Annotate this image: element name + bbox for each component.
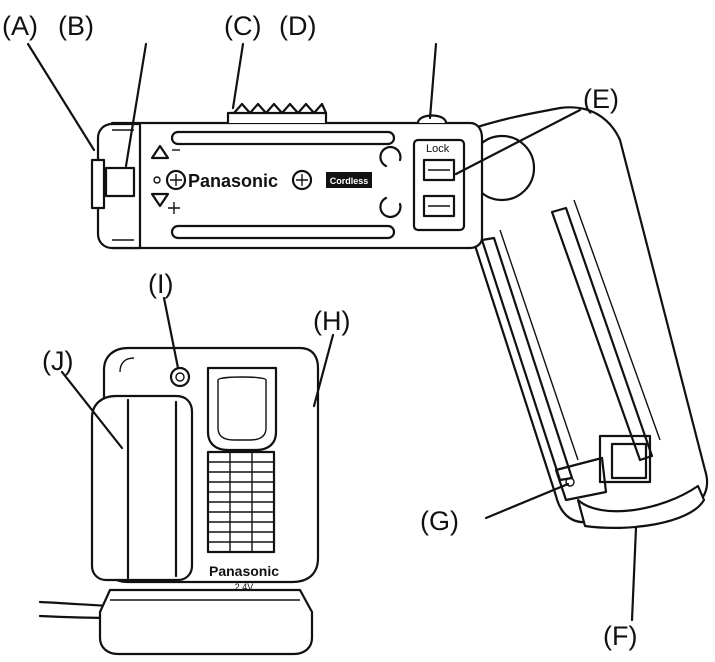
top-ring [416, 114, 448, 124]
rotate-cw-icon [379, 145, 402, 168]
callout-d: (D) [279, 11, 316, 41]
leader-c [231, 42, 245, 110]
leader-i [162, 296, 180, 370]
forward-reverse-switch [226, 111, 328, 123]
battery-slot [206, 366, 278, 452]
charger-brand: Panasonic [209, 563, 279, 579]
screwdriver: Panasonic Cordless Lock [90, 102, 708, 529]
down-triangle-icon [150, 192, 170, 208]
driver-brand: Panasonic [188, 171, 278, 191]
leader-f [630, 526, 638, 622]
callout-h: (H) [313, 306, 350, 336]
battery-terminal [610, 442, 648, 480]
callout-g: (G) [420, 506, 459, 536]
chuck-housing [96, 122, 142, 250]
leader-e [454, 108, 582, 176]
lock-panel [412, 138, 466, 232]
lock-switch-lower [422, 194, 456, 218]
rotate-ccw-icon [379, 196, 402, 219]
leader-j [60, 370, 124, 450]
callout-a: (A) [2, 11, 38, 41]
switch-serration [232, 102, 328, 115]
barrel: Panasonic Cordless Lock [90, 102, 484, 250]
leader-lines [26, 42, 638, 622]
cordless-badge-text: Cordless [330, 176, 369, 186]
callout-f: (F) [603, 621, 637, 651]
charger: Panasonic 2.4V [38, 346, 320, 656]
charge-indicator-lamp [169, 366, 191, 388]
lock-label: Lock [426, 143, 450, 155]
screw-left-icon [165, 169, 187, 191]
leader-h [312, 333, 335, 408]
callout-c: (C) [224, 11, 261, 41]
cordless-badge [326, 172, 372, 188]
callout-b: (B) [58, 11, 94, 41]
battery-cap [576, 484, 706, 529]
leader-b [124, 42, 148, 168]
bit-holder [90, 158, 106, 210]
callout-j: (J) [42, 346, 73, 376]
screw-right-icon [291, 169, 313, 191]
callout-i: (I) [148, 269, 173, 299]
leader-d [428, 42, 438, 120]
release-tab [554, 456, 608, 502]
handle [458, 106, 708, 529]
bit-lock-collar [104, 166, 136, 198]
lock-switch-upper [422, 158, 456, 182]
callout-e: (E) [583, 84, 619, 114]
up-triangle-icon [150, 144, 170, 160]
callout-labels: (A) (B) (C) (D) (E) (F) (G) (H) (I) (J) [2, 11, 637, 651]
leader-g [484, 482, 570, 520]
charger-vents [206, 450, 276, 554]
charger-voltage: 2.4V [235, 582, 254, 592]
leader-a [26, 42, 96, 152]
charger-base [98, 588, 314, 656]
